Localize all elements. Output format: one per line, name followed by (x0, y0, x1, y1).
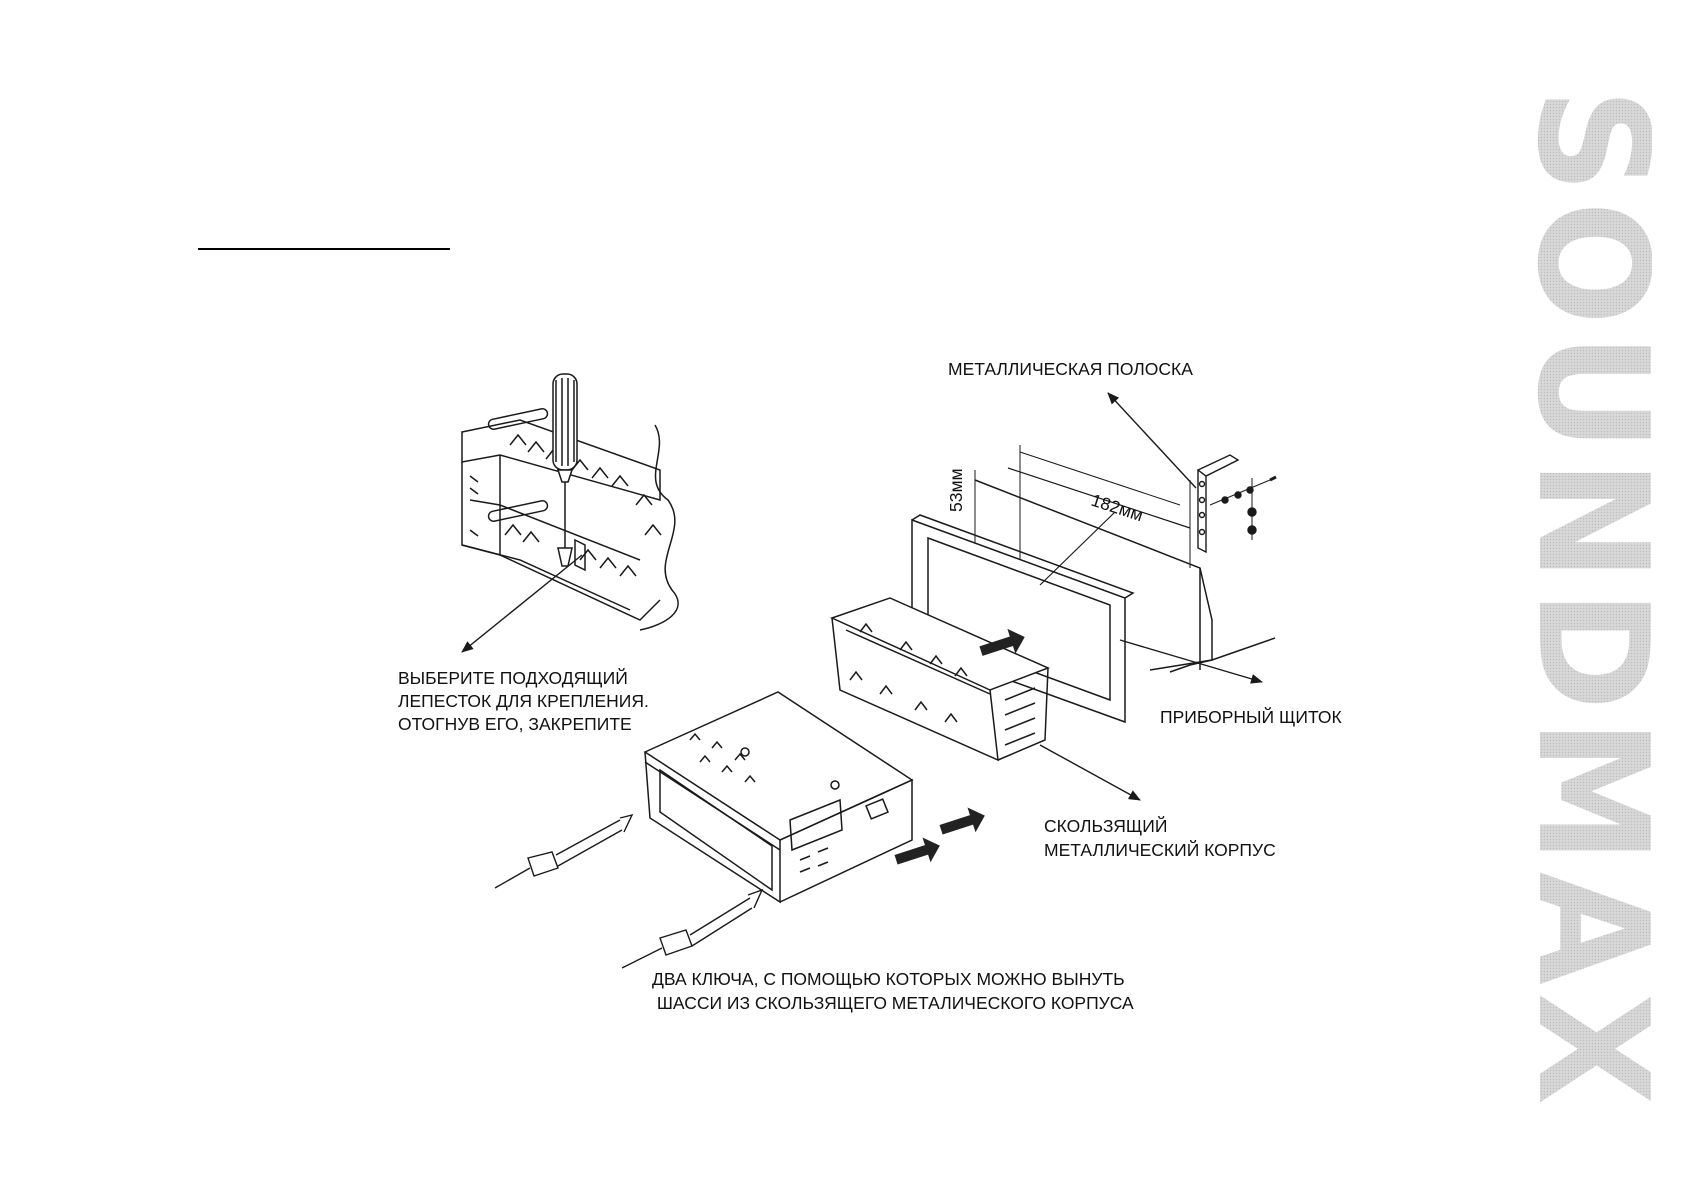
svg-text:ЛЕПЕСТОК ДЛЯ КРЕПЛЕНИЯ.: ЛЕПЕСТОК ДЛЯ КРЕПЛЕНИЯ. (398, 691, 649, 711)
mounting-cage-detail (461, 373, 679, 631)
svg-text:ШАССИ ИЗ СКОЛЬЗЯЩЕГО МЕТАЛИЧЕС: ШАССИ ИЗ СКОЛЬЗЯЩЕГО МЕТАЛИЧЕСКОГО КОРПУ… (652, 993, 1134, 1013)
sleeve-arrow (1039, 744, 1141, 801)
head-unit-chassis (643, 691, 914, 904)
metal-strip (1196, 454, 1277, 554)
dashboard-label: ПРИБОРНЫЙ ЩИТОК (1160, 706, 1342, 727)
svg-text:ДВА КЛЮЧА, С ПОМОЩЬЮ КОТОРЫХ М: ДВА КЛЮЧА, С ПОМОЩЬЮ КОТОРЫХ МОЖНО ВЫНУТ… (652, 969, 1125, 989)
dimension-width-label: 182мм (1089, 490, 1146, 525)
dashboard-arrow (1119, 639, 1263, 684)
keys-label: ДВА КЛЮЧА, С ПОМОЩЬЮ КОТОРЫХ МОЖНО ВЫНУТ… (652, 969, 1134, 1013)
svg-text:ОТОГНУВ ЕГО, ЗАКРЕПИТЕ: ОТОГНУВ ЕГО, ЗАКРЕПИТЕ (398, 714, 632, 734)
trim-ring (911, 514, 1135, 724)
svg-text:ВЫБЕРИТЕ ПОДХОДЯЩИЙ: ВЫБЕРИТЕ ПОДХОДЯЩИЙ (398, 667, 628, 688)
metal-strip-label: МЕТАЛЛИЧЕСКАЯ ПОЛОСКА (948, 359, 1193, 379)
release-key-upper-icon (494, 813, 634, 889)
svg-text:МЕТАЛЛИЧЕСКИЙ КОРПУС: МЕТАЛЛИЧЕСКИЙ КОРПУС (1044, 839, 1276, 860)
push-arrow-icon-1 (939, 807, 985, 835)
sleeve-label: СКОЛЬЗЯЩИЙ МЕТАЛЛИЧЕСКИЙ КОРПУС (1044, 815, 1276, 860)
dashboard-leader-line (1039, 511, 1116, 586)
svg-text:СКОЛЬЗЯЩИЙ: СКОЛЬЗЯЩИЙ (1044, 815, 1167, 836)
push-arrow-icon-2 (894, 837, 940, 865)
metal-strip-arrow (1107, 392, 1197, 489)
select-tab-arrow (461, 554, 583, 653)
insert-arrow-icon (979, 628, 1025, 656)
release-key-lower-icon (621, 888, 764, 969)
dashboard-panel (974, 445, 1276, 673)
select-tab-label: ВЫБЕРИТЕ ПОДХОДЯЩИЙ ЛЕПЕСТОК ДЛЯ КРЕПЛЕН… (398, 667, 649, 734)
brand-name: SOUNDMAX (1532, 88, 1652, 1113)
dimension-height-label: 53мм (946, 468, 966, 512)
brand-logo-vertical: SOUNDMAX (1532, 88, 1652, 1113)
section-heading-underline (198, 248, 450, 250)
sliding-metal-sleeve (829, 597, 1050, 762)
